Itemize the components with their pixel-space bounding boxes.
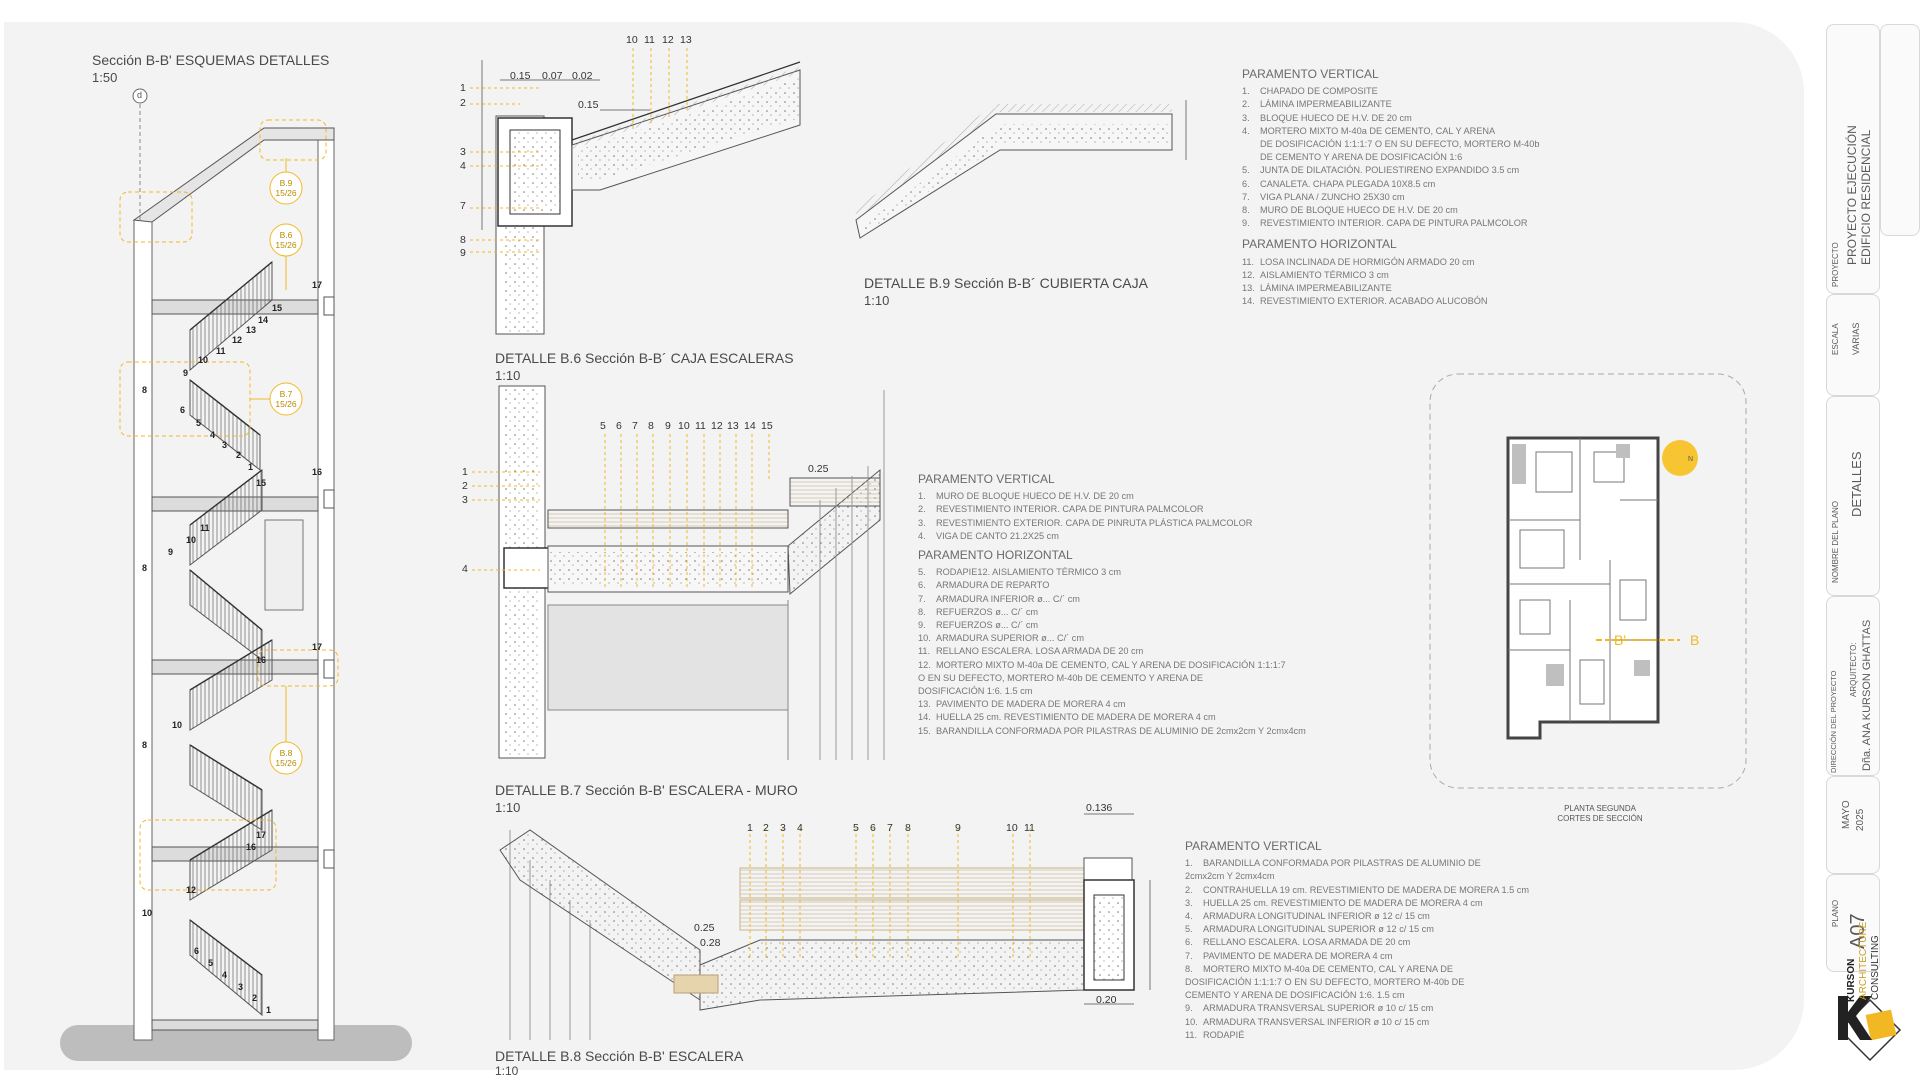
- cut-label-right: B: [1690, 632, 1700, 648]
- axis-label: d: [137, 90, 143, 100]
- detail-b9-drawing: [853, 100, 1187, 239]
- b8-notes: PARAMENTO VERTICAL 1.BARANDILLA CONFORMA…: [1185, 839, 1530, 1040]
- main-section-title: Sección B-B' ESQUEMAS DETALLES: [92, 52, 330, 68]
- b7-scale: 1:10: [495, 800, 521, 815]
- cut-label-left: B': [1614, 632, 1627, 648]
- b8-scale: 1:10: [495, 1064, 519, 1078]
- tb-direction-cell: DIRECCIÓN DEL PROYECTO ARQUITECTO: Dña. …: [1826, 596, 1880, 776]
- detail-b7-drawing: [472, 385, 885, 760]
- b9-title: DETALLE B.9 Sección B-B´ CUBIERTA CAJA: [864, 275, 1148, 291]
- main-section-scale: 1:50: [92, 70, 118, 85]
- tb-date-cell: MAYO 2025: [1826, 776, 1880, 874]
- north-label: N: [1688, 456, 1694, 463]
- b7-title: DETALLE B.7 Sección B-B' ESCALERA - MURO: [495, 782, 798, 798]
- tb-plan-cell: PLANO A07: [1826, 874, 1880, 972]
- b7-notes: PARAMENTO VERTICAL 1.MURO DE BLOQUE HUEC…: [918, 472, 1306, 736]
- tb-firm-cell: [1880, 24, 1920, 236]
- b8-title: DETALLE B.8 Sección B-B' ESCALERA: [495, 1048, 744, 1064]
- detail-b6-drawing: [470, 48, 801, 335]
- b6-scale: 1:10: [495, 368, 521, 383]
- b9-notes: PARAMENTO VERTICAL 1.CHAPADO DE COMPOSIT…: [1242, 67, 1540, 307]
- b6-title: DETALLE B.6 Sección B-B´ CAJA ESCALERAS: [495, 350, 794, 366]
- tb-plan-name-cell: NOMBRE DEL PLANO DETALLES: [1826, 396, 1880, 596]
- main-section-drawing: [60, 88, 412, 1061]
- tb-scale-cell: ESCALA VARIAS: [1826, 294, 1880, 396]
- b9-scale: 1:10: [864, 293, 890, 308]
- brand-logo: [1838, 996, 1902, 1062]
- key-plan-drawing: [1429, 373, 1747, 789]
- detail-b8-drawing: [499, 813, 1151, 1040]
